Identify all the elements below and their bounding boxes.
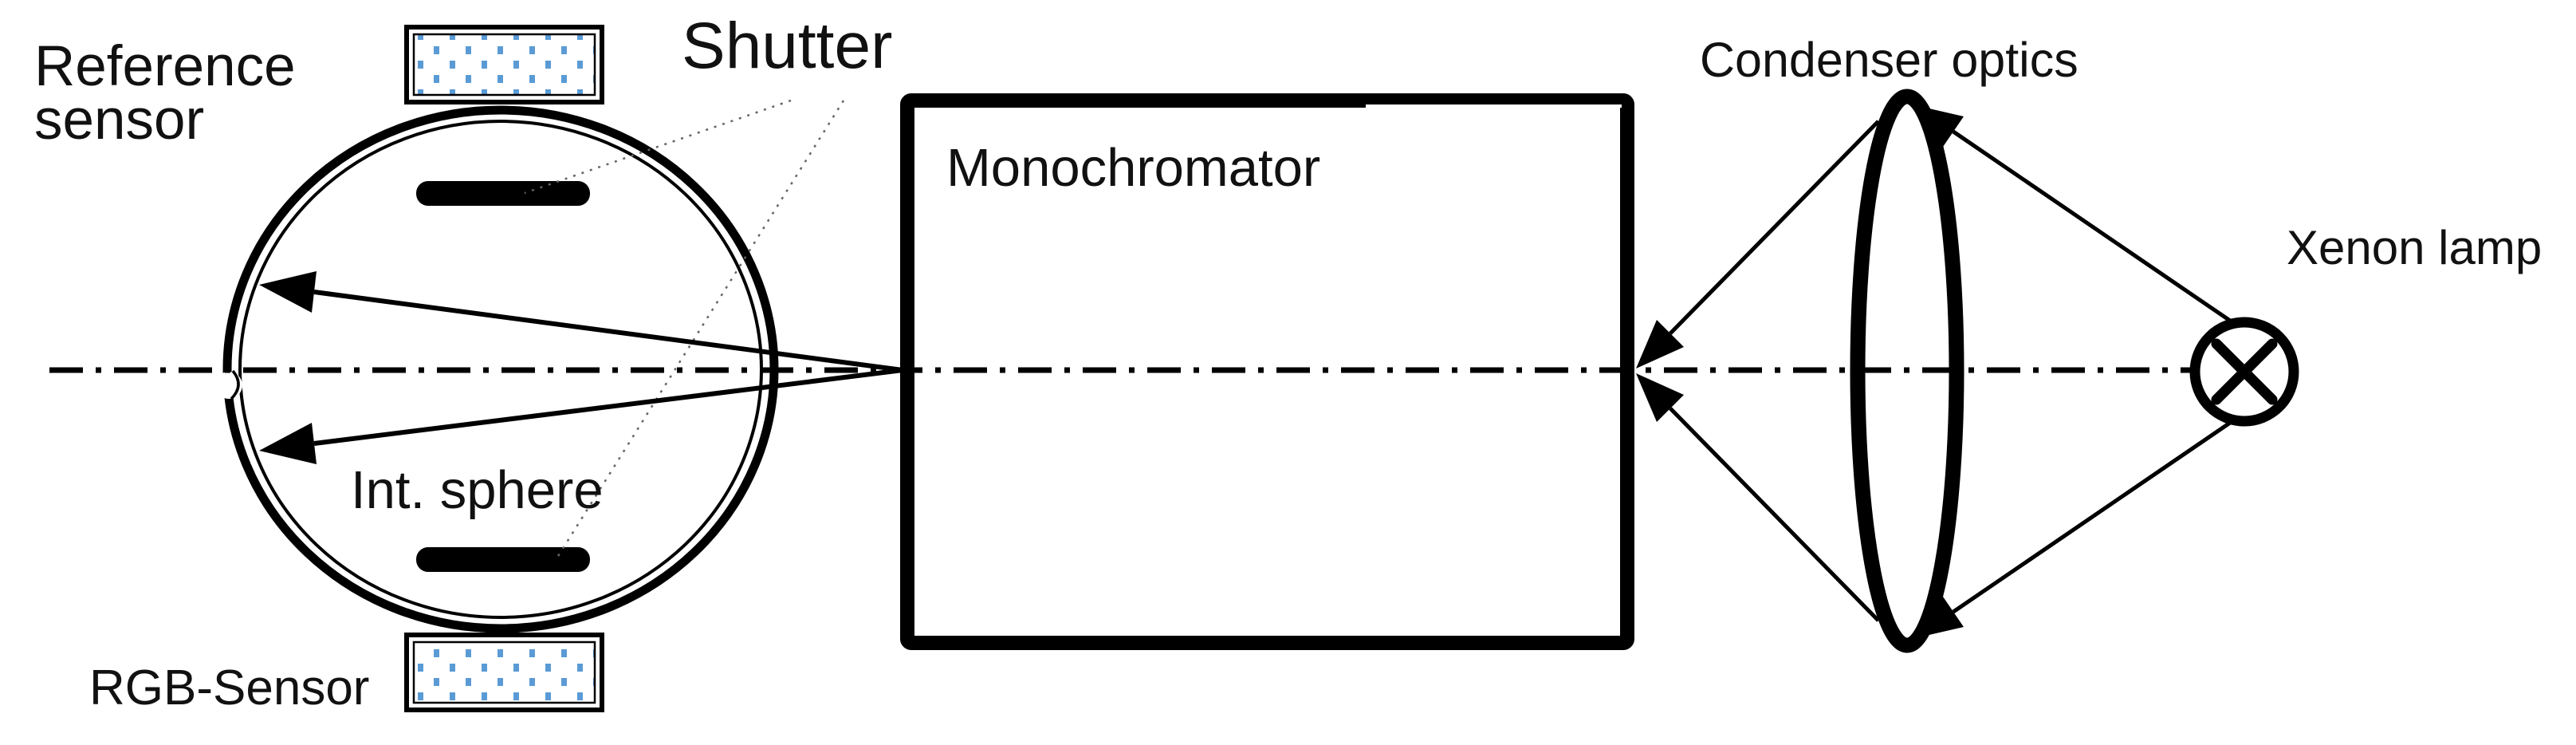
label-condenser-optics: Condenser optics (1700, 33, 2078, 87)
ray-entrance-lower (1669, 407, 1880, 622)
ray-arrowhead-lower (259, 423, 317, 464)
ray-lamp-lower (1952, 419, 2234, 614)
shutter-leader-top (524, 99, 792, 195)
ray-exit-lower (313, 368, 903, 446)
condenser-lens (1850, 89, 1964, 653)
rgb-sensor-block (404, 633, 604, 712)
entrance-arrowhead-lower (1636, 373, 1684, 422)
entrance-rays (1636, 120, 1880, 622)
sphere-rays (259, 271, 903, 464)
ray-arrowhead-upper (259, 271, 317, 313)
ray-lamp-upper (1952, 129, 2234, 325)
label-reference-sensor-line1: Reference (34, 35, 296, 98)
ray-entrance-upper (1669, 120, 1880, 335)
label-shutter: Shutter (682, 10, 892, 82)
lamp-cross-diagonal-2 (2211, 338, 2278, 405)
label-int-sphere: Int. sphere (351, 460, 604, 520)
label-monochromator: Monochromator (946, 138, 1320, 198)
label-rgb-sensor: RGB-Sensor (89, 660, 369, 715)
monochromator-border-step (1366, 104, 1622, 108)
shutter-blade-bottom (416, 547, 590, 572)
label-reference-sensor-line2: sensor (34, 89, 204, 152)
ray-exit-upper (313, 290, 903, 372)
reference-sensor-block (404, 25, 604, 104)
label-xenon-lamp: Xenon lamp (2287, 221, 2542, 274)
sphere-port-arc (230, 369, 240, 400)
xenon-lamp-symbol (2189, 317, 2299, 427)
entrance-arrowhead-upper (1636, 320, 1684, 369)
shutter-blade-top (416, 181, 590, 206)
rgb-sensor-block-pattern (412, 641, 596, 704)
reference-sensor-block-pattern (412, 33, 596, 97)
